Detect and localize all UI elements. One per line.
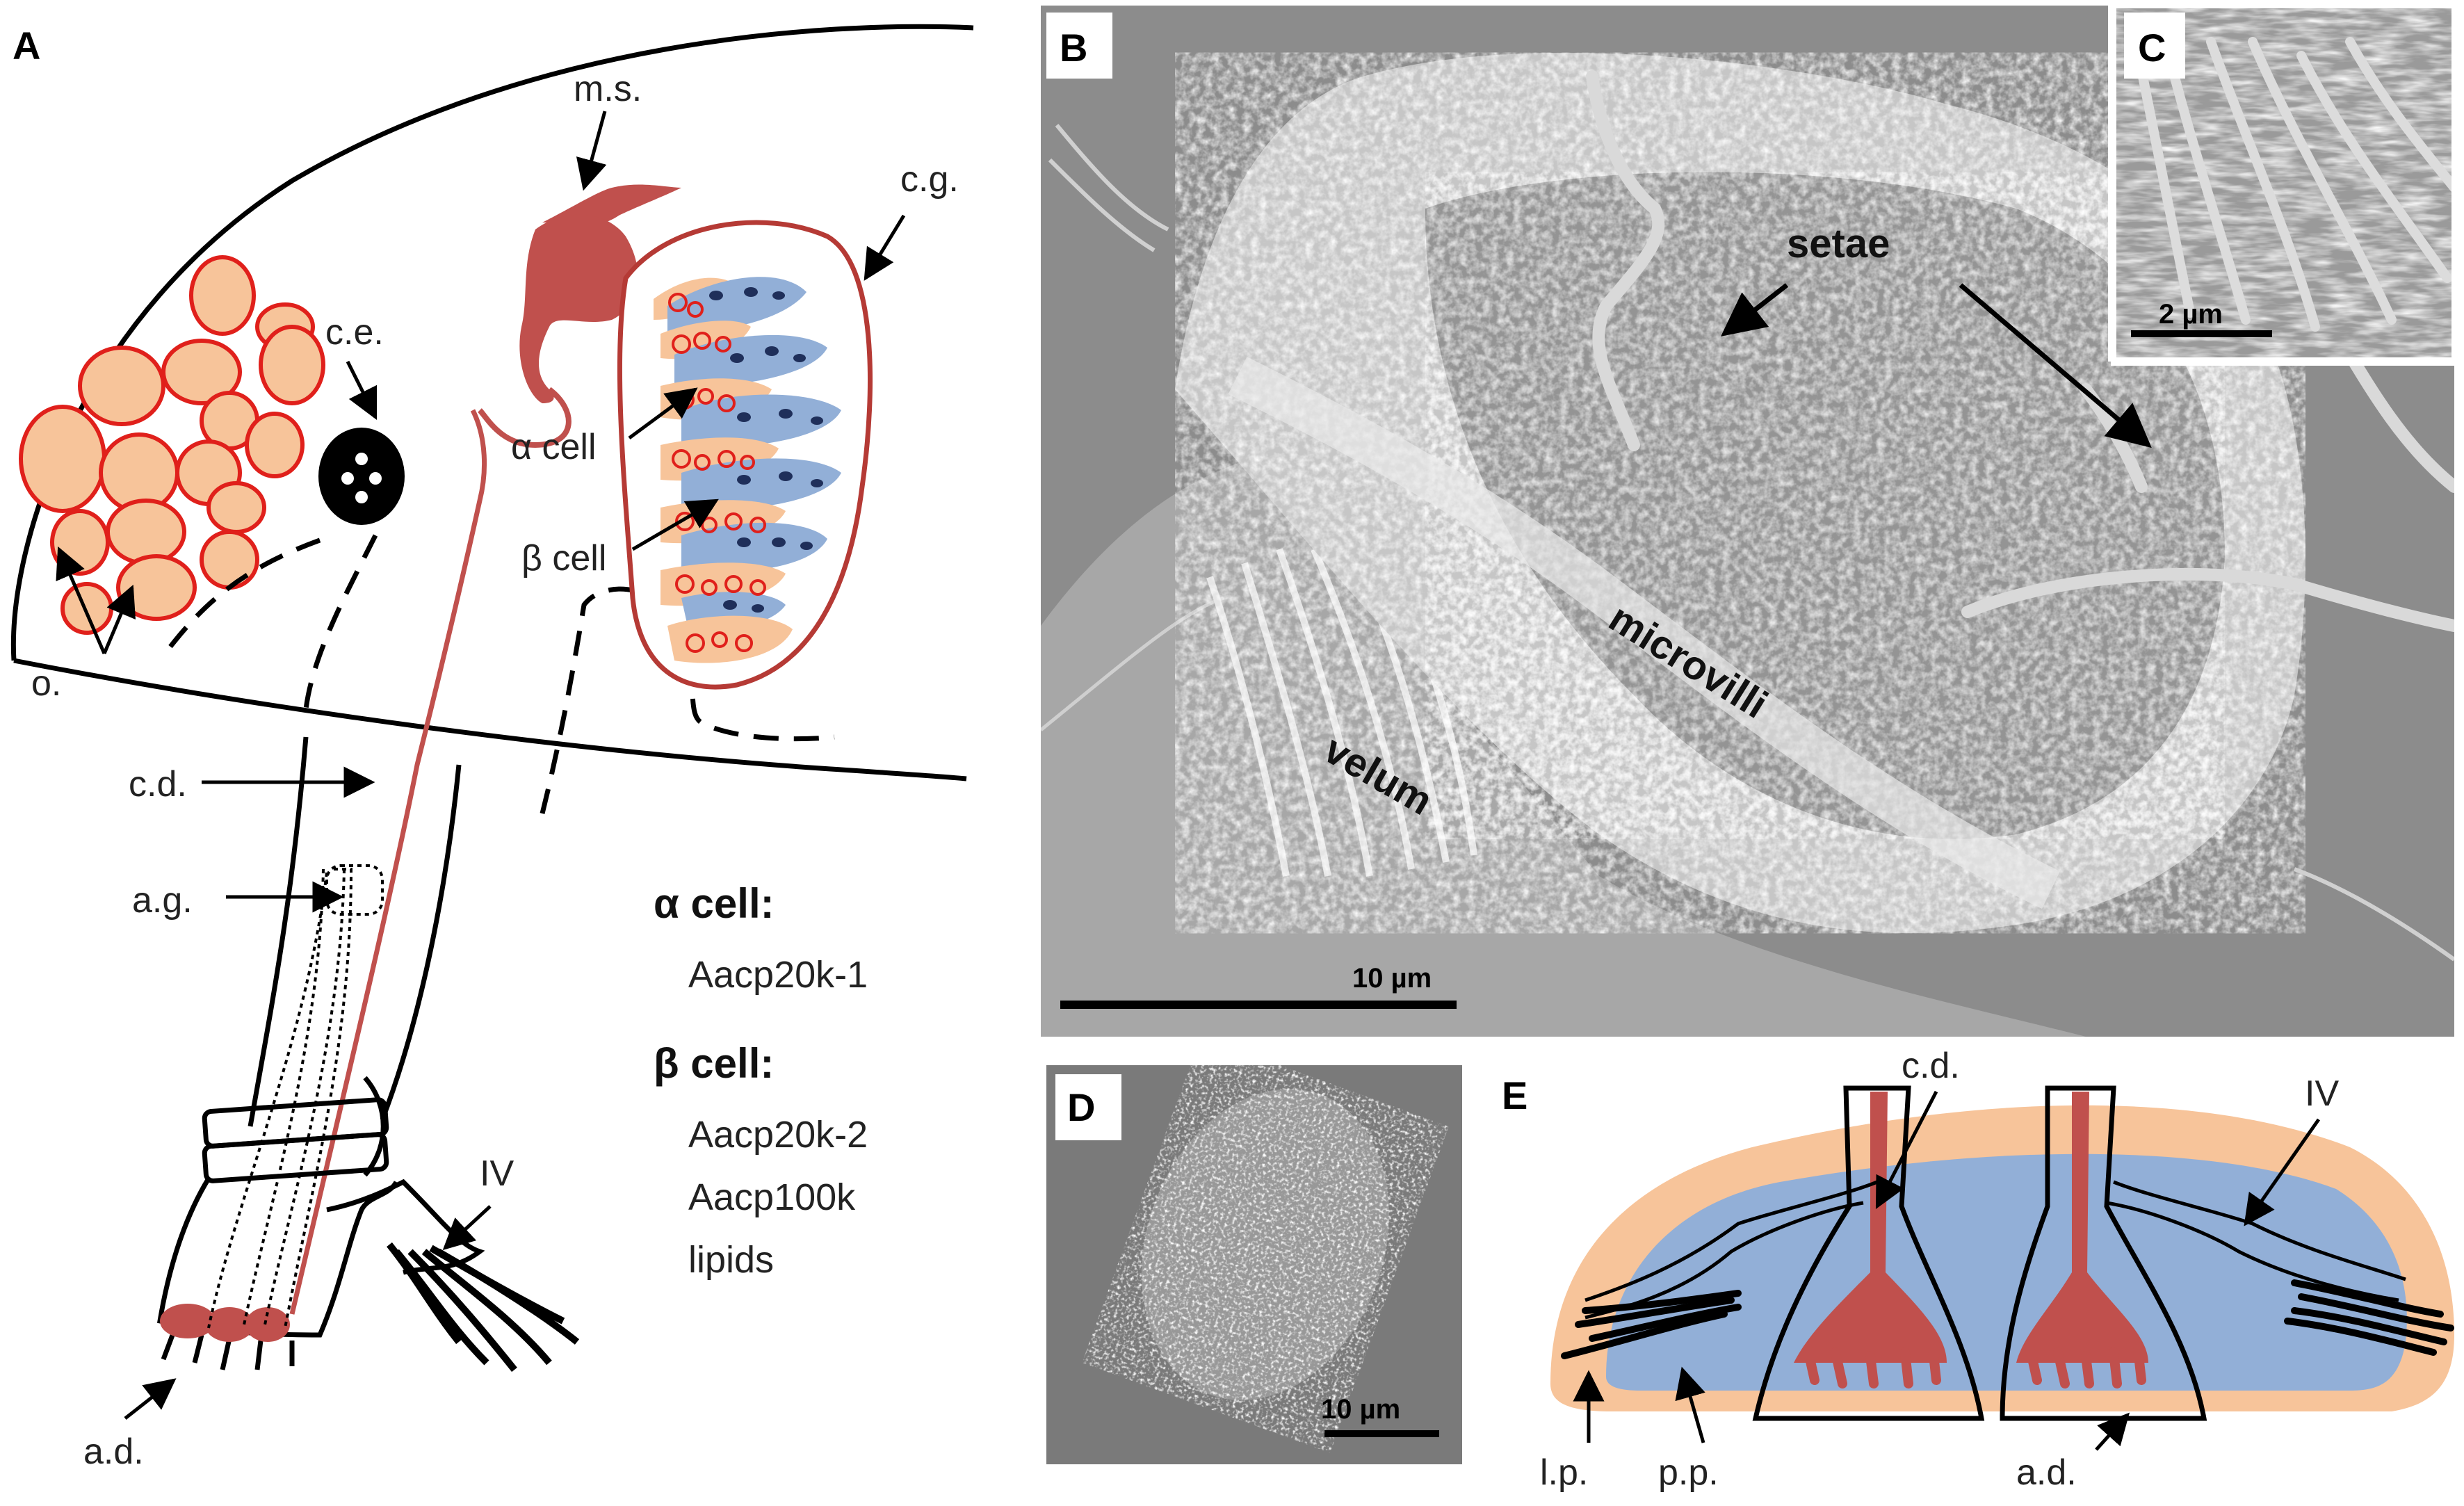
label-e-iv: IV (2305, 1074, 2339, 1114)
panel-letter-b: B (1060, 26, 1087, 70)
antennule-left (1561, 1085, 1985, 1421)
label-e-pp: p.p. (1658, 1452, 1719, 1493)
panel-d: D 10 µm (1046, 1065, 1462, 1464)
panel-letter-d: D (1067, 1085, 1095, 1129)
label-e-ad: a.d. (2016, 1452, 2077, 1493)
compound-eye (318, 428, 405, 525)
adhesive-gland (207, 868, 353, 1329)
legend-beta-item: Aacp20k-2 (688, 1114, 868, 1156)
label-ag: a.g. (132, 880, 193, 921)
scale-label-b: 10 µm (1352, 963, 1432, 994)
label-e-cd: c.d. (1902, 1046, 1960, 1086)
legend: α cell: Aacp20k-1 β cell: Aacp20k-2 Aacp… (654, 880, 868, 1281)
label-iv: IV (480, 1153, 514, 1194)
adhesive-gland-tips (160, 1304, 290, 1342)
label-setae: setae (1787, 221, 1890, 266)
antennule-right-edge (380, 764, 462, 1121)
scale-label-c: 2 µm (2159, 299, 2223, 330)
panel-c: C 2 µm (2114, 6, 2454, 360)
primary-plaque (1606, 1153, 2407, 1391)
legend-beta-item: lipids (688, 1239, 774, 1281)
panel-letter-e: E (1502, 1074, 1527, 1117)
antennule-left-edge (248, 736, 309, 1127)
label-e-lp: l.p. (1540, 1452, 1588, 1493)
panel-a: A m.s. c.g. c.e. α cell β cell o. c.d. a… (10, 24, 974, 1472)
attachment-disc (156, 1177, 399, 1338)
mandibular-sac (519, 214, 638, 403)
gland-granules (668, 293, 766, 653)
panel-b: B setae microvilli velum 10 µm (1041, 6, 2454, 1037)
label-ad: a.d. (83, 1432, 144, 1472)
collecting-duct (289, 409, 487, 1315)
label-ce: c.e. (325, 312, 384, 353)
legend-beta-item: Aacp100k (688, 1176, 856, 1218)
gland-nuclei (709, 287, 823, 613)
label-cd: c.d. (129, 764, 187, 804)
label-o: o. (31, 663, 61, 704)
scale-label-d: 10 µm (1321, 1394, 1400, 1425)
fibres (1048, 124, 2454, 962)
head-lower-outline (13, 658, 967, 782)
legend-alpha-head: α cell: (654, 880, 775, 927)
label-beta-cell: β cell (521, 538, 606, 578)
setae-tuft (387, 1242, 580, 1373)
label-alpha-cell: α cell (511, 427, 597, 467)
label-cg: c.g. (900, 159, 959, 200)
head-outline (10, 24, 974, 661)
label-ms: m.s. (574, 69, 642, 109)
panel-e: E c.d. IV l.p. p.p. a.d. (1502, 1046, 2454, 1493)
panel-letter-a: A (13, 24, 40, 67)
legend-beta-head: β cell: (654, 1040, 774, 1087)
legend-alpha-item: Aacp20k-1 (688, 954, 868, 996)
panel-letter-c: C (2138, 26, 2166, 70)
ovaries (19, 255, 325, 635)
